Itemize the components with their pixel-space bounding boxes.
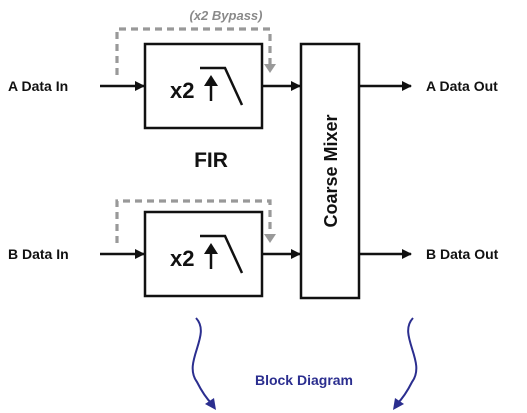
- bypass-label: (x2 Bypass): [190, 8, 263, 23]
- lowpass-icon: [200, 66, 244, 106]
- coarse-mixer-label: Coarse Mixer: [321, 114, 341, 227]
- coarse-mixer-block: [299, 42, 361, 300]
- upsample-arrow-icon: [204, 243, 218, 269]
- fir-label: FIR: [194, 149, 228, 172]
- upsample-arrow-icon: [204, 75, 218, 101]
- bypass-arrowhead-b: [264, 234, 276, 243]
- bypass-arrowhead-a: [264, 64, 276, 73]
- a-data-out-label: A Data Out: [426, 78, 498, 94]
- left-curved-arrow-icon: [191, 317, 216, 410]
- a-data-in-label: A Data In: [8, 78, 68, 94]
- b-data-in-label: B Data In: [8, 246, 69, 262]
- x2-label-a: x2: [170, 78, 194, 103]
- lowpass-icon: [200, 234, 244, 274]
- right-curved-arrow-icon: [393, 317, 418, 410]
- fir-filter-b: x2: [143, 210, 264, 298]
- fir-filter-a: x2: [143, 42, 264, 130]
- b-data-out-label: B Data Out: [426, 246, 499, 262]
- x2-label-b: x2: [170, 246, 194, 271]
- bypass-path-a: [115, 27, 272, 75]
- block-diagram-caption: Block Diagram: [255, 372, 353, 388]
